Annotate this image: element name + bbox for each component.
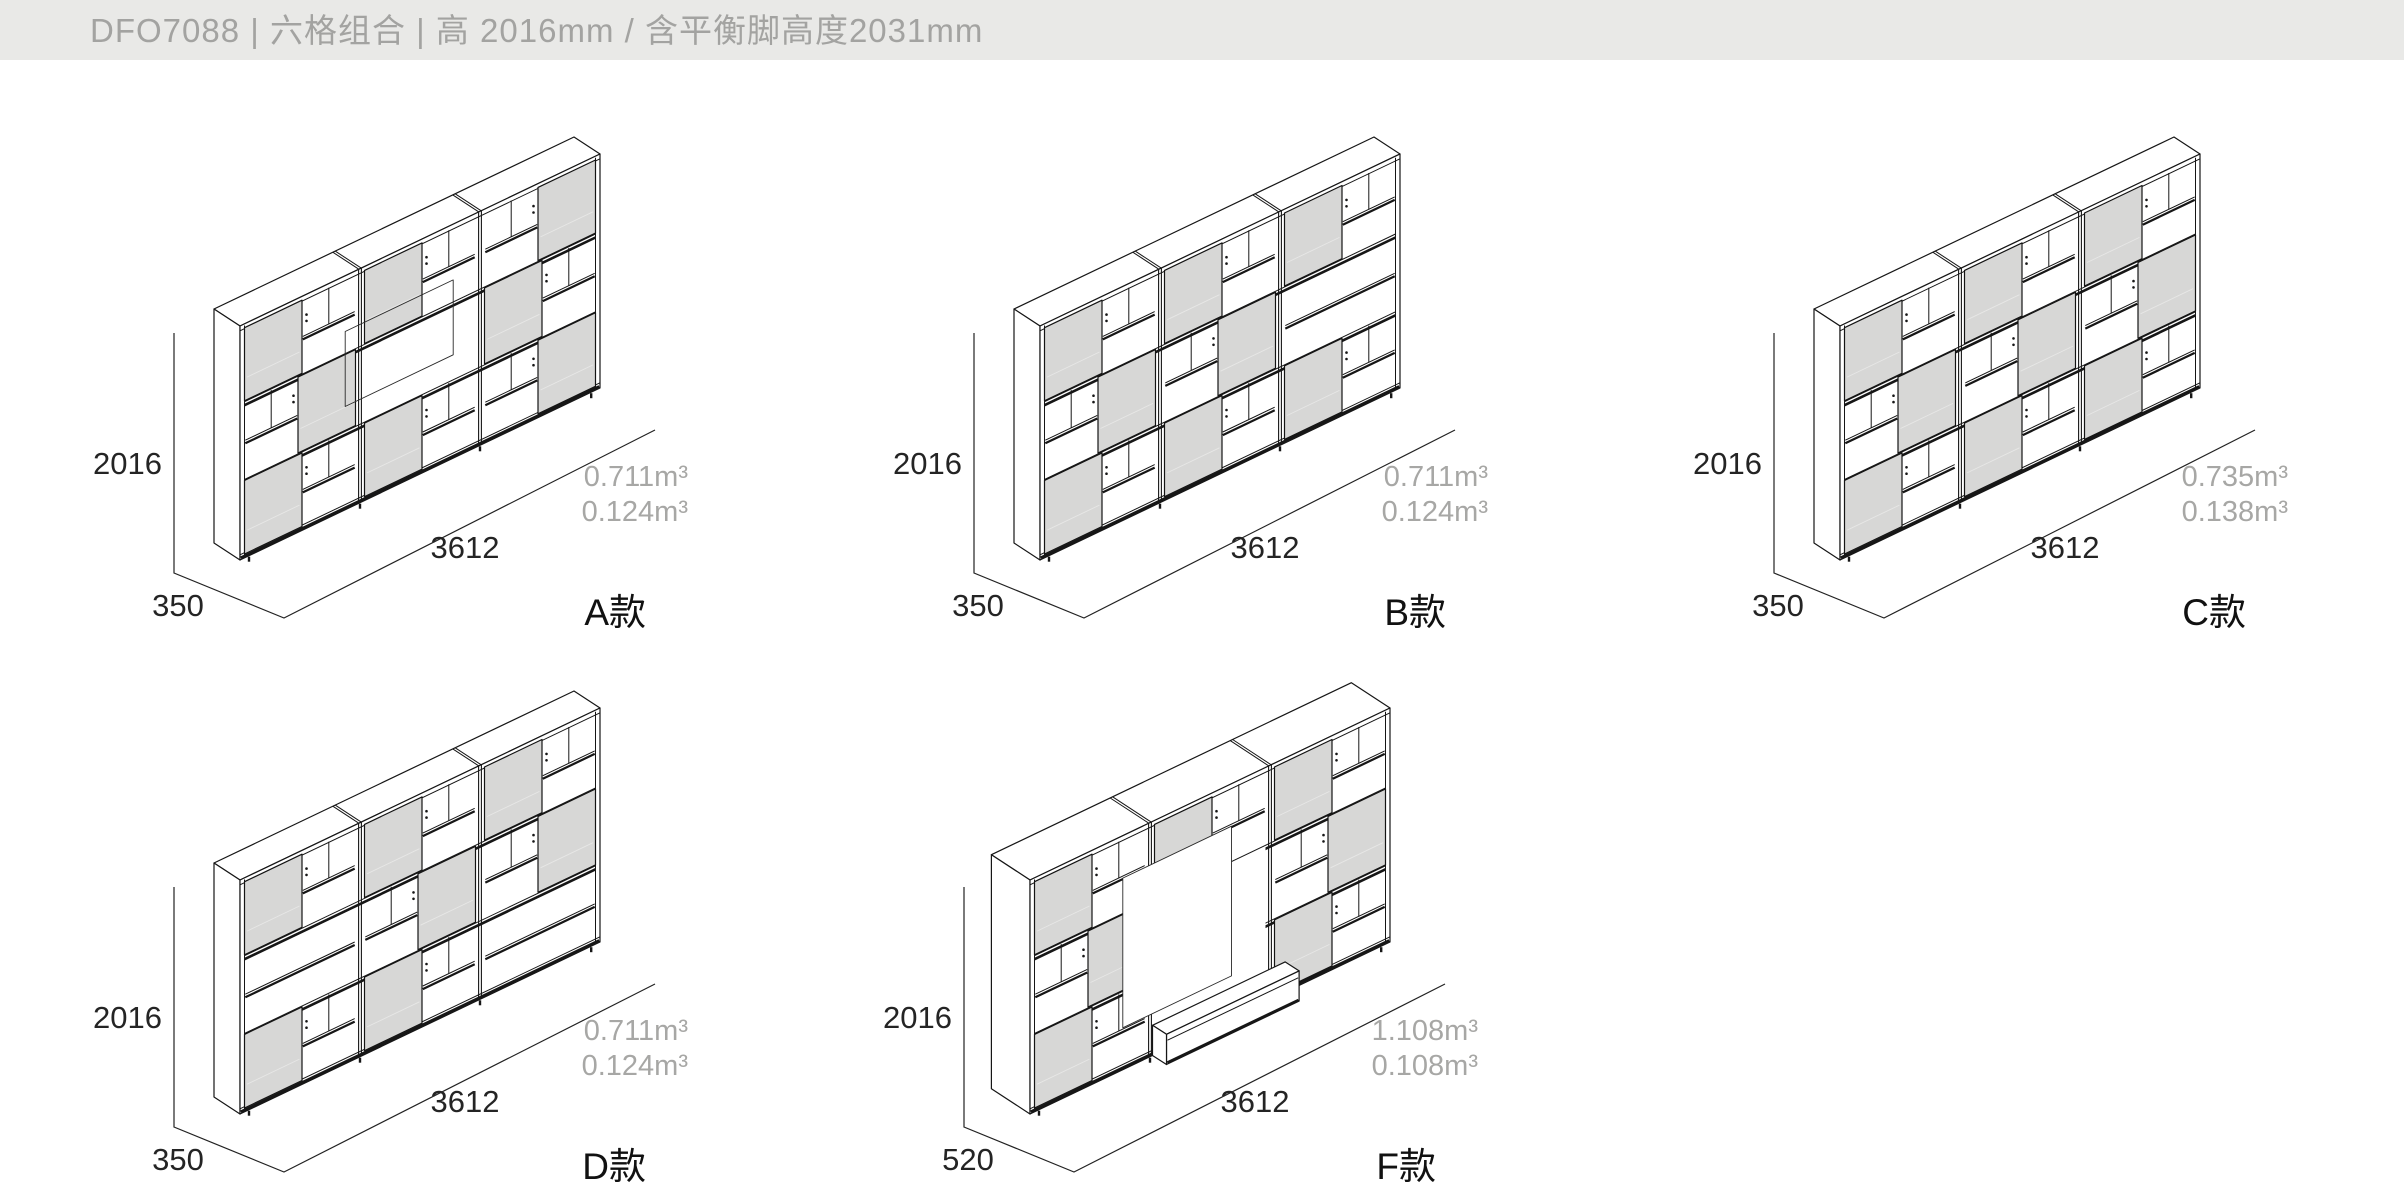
variant-name-label: A款 [584, 592, 646, 633]
depth-dimension-label: 350 [952, 588, 1004, 623]
shelf-drawing-d [173, 690, 656, 1173]
width-dimension-label: 3612 [430, 530, 500, 565]
variant-panel-c: 2016 3612 350 0.735m³ 0.138m³ C款 [1690, 78, 2404, 638]
volume-values: 0.711m³ 0.124m³ [488, 1014, 688, 1084]
shelf-drawing-b [973, 136, 1456, 619]
volume-line-1: 0.711m³ [1383, 461, 1488, 493]
variant-name-label: C款 [2182, 592, 2246, 633]
depth-dimension-label: 350 [152, 588, 204, 623]
height-dimension-label: 2016 [1693, 446, 1762, 481]
width-dimension-label: 3612 [2030, 530, 2100, 565]
volume-line-2: 0.124m³ [581, 496, 688, 528]
width-dimension-label: 3612 [1230, 530, 1300, 565]
depth-dimension-label: 350 [152, 1142, 204, 1177]
volume-values: 0.711m³ 0.124m³ [488, 460, 688, 530]
width-dimension-label: 3612 [1220, 1084, 1290, 1119]
volume-line-2: 0.138m³ [2181, 496, 2288, 528]
shelf-drawing-c [1773, 136, 2256, 619]
volume-line-2: 0.124m³ [1381, 496, 1488, 528]
variant-panel-a: 2016 3612 350 0.711m³ 0.124m³ A款 [90, 78, 804, 638]
variant-name-label: F款 [1376, 1146, 1436, 1187]
height-dimension-label: 2016 [93, 1000, 162, 1035]
height-dimension-label: 2016 [93, 446, 162, 481]
volume-values: 1.108m³ 0.108m³ [1278, 1014, 1478, 1084]
volume-line-1: 1.108m³ [1371, 1015, 1478, 1047]
variant-panel-b: 2016 3612 350 0.711m³ 0.124m³ B款 [890, 78, 1604, 638]
volume-line-2: 0.124m³ [581, 1050, 688, 1082]
shelf-drawing-a [173, 136, 656, 619]
depth-dimension-label: 520 [942, 1142, 994, 1177]
variant-name-label: D款 [582, 1146, 646, 1187]
variant-panel-f: 2016 3612 520 1.108m³ 0.108m³ F款 [880, 632, 1594, 1192]
variant-panel-d: 2016 3612 350 0.711m³ 0.124m³ D款 [90, 632, 804, 1192]
shelf-drawing-f [963, 682, 1446, 1173]
volume-line-1: 0.711m³ [583, 1015, 688, 1047]
volume-line-1: 0.735m³ [2181, 461, 2288, 493]
width-dimension-label: 3612 [430, 1084, 500, 1119]
height-dimension-label: 2016 [883, 1000, 952, 1035]
volume-values: 0.735m³ 0.138m³ [2088, 460, 2288, 530]
volume-values: 0.711m³ 0.124m³ [1288, 460, 1488, 530]
variant-name-label: B款 [1384, 592, 1446, 633]
header-bar: DFO7088 | 六格组合 | 高 2016mm / 含平衡脚高度2031mm [0, 0, 2404, 60]
volume-line-1: 0.711m³ [583, 461, 688, 493]
volume-line-2: 0.108m³ [1371, 1050, 1478, 1082]
height-dimension-label: 2016 [893, 446, 962, 481]
depth-dimension-label: 350 [1752, 588, 1804, 623]
product-title: DFO7088 | 六格组合 | 高 2016mm / 含平衡脚高度2031mm [90, 12, 984, 49]
